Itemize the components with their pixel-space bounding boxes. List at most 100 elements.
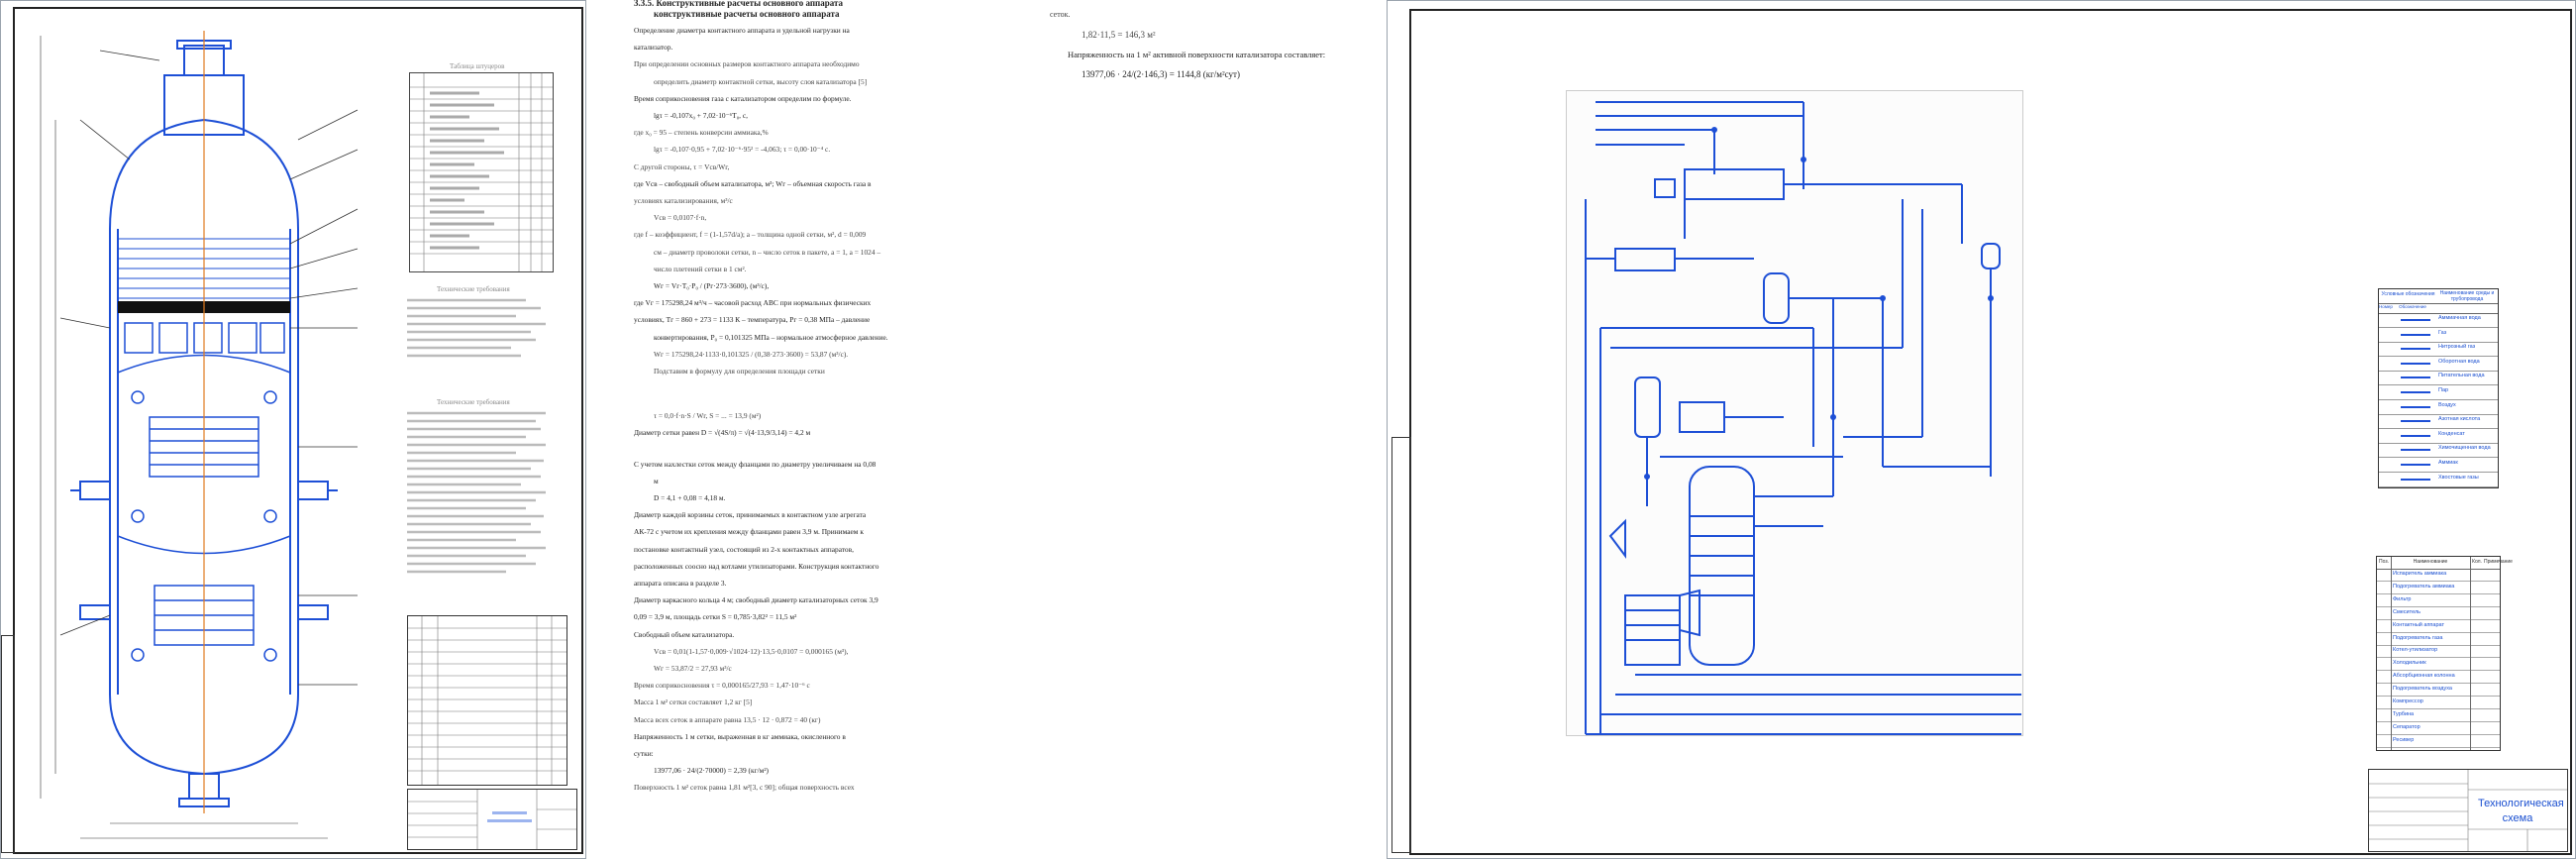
text-line: Wг = Vг·T₀·P₀ / (Pг·273·3600), (м³/с),	[654, 281, 770, 290]
legend-row: Нитрозный газ	[2379, 342, 2498, 358]
spec-header-cell: Кол.	[2472, 559, 2482, 565]
legend-header-medium: Наименование среды и трубопровода	[2439, 290, 2495, 302]
legend-sub-label: Номер	[2379, 304, 2393, 309]
legend-line-sample	[2401, 420, 2430, 423]
spec-row: Котел-утилизатор	[2377, 645, 2500, 659]
text-line: Диаметр сетки равен D = √(4S/π) = √(4·13…	[634, 428, 811, 438]
legend-row: Химочищенная вода	[2379, 443, 2498, 459]
legend-row: Пар	[2379, 385, 2498, 400]
text-line: катализатор.	[634, 43, 673, 53]
legend-label: Аммиак	[2438, 460, 2458, 466]
text-line: число плетений сетки в 1 см².	[654, 264, 747, 273]
text-line: см – диаметр проволоки сетки, n – число …	[654, 247, 881, 257]
legend-table: Условные обозначения Наименование среды и…	[2378, 288, 2499, 488]
flow-title-line-2: схема	[2502, 812, 2533, 824]
text-line: Vсв = 0,0107·f·n,	[654, 213, 707, 223]
contact-apparatus-drawing	[40, 31, 359, 839]
legend-header-symbols: Условные обозначения	[2381, 291, 2435, 297]
spec-header-cell: Примечание	[2484, 559, 2513, 565]
text-line: Диаметр каждой корзины сеток, принимаемы…	[634, 510, 867, 520]
text-line: определить диаметр контактной сетки, выс…	[654, 76, 868, 86]
spec-item-name: Контактный аппарат	[2393, 621, 2444, 628]
text-line: условиях катализирования, м³/с	[634, 196, 733, 205]
spec-row: Компрессор	[2377, 697, 2500, 709]
section-heading: 3.3.5. Конструктивные расчеты основного …	[634, 0, 844, 8]
spec-row: Подогреватель газа	[2377, 633, 2500, 646]
text-line: расположенных соосно над котлами утилиза…	[634, 561, 879, 571]
continuation-text: сеток. 1,82·11,5 = 146,3 м² Напряженност…	[1010, 0, 1387, 119]
text-line: Vсв = 0,01(1-1,57·0,009·√1024·12)·13,5·0…	[654, 646, 849, 656]
text-line: сутки:	[634, 749, 654, 758]
spec-item-name: Турбина	[2393, 710, 2415, 717]
spec-col-divider	[2391, 557, 2392, 750]
spec-col-divider	[2470, 557, 2471, 750]
spec-item-name: Абсорбционная колонна	[2393, 673, 2455, 680]
spec-item-name: Подогреватель воздуха	[2393, 686, 2452, 693]
text-line: D = 4,1 + 0,08 = 4,18 м.	[654, 493, 726, 502]
continuation-line-2: Напряженность на 1 м² активной поверхнос…	[1068, 50, 1326, 59]
legend-line-sample	[2401, 348, 2430, 351]
spec-item-name: Сепаратор	[2393, 723, 2421, 730]
legend-label: Газ	[2438, 329, 2447, 336]
notes-title: Технические требования	[437, 285, 510, 293]
legend-line-sample	[2401, 405, 2430, 408]
text-line: Подставим в формулу для определения площ…	[654, 367, 825, 376]
legend-row: Конденсат	[2379, 429, 2498, 444]
text-line: Напряженность 1 м сетки, выраженная в кг…	[634, 731, 846, 741]
legend-row: Азотная кислота	[2379, 414, 2498, 430]
diagram-area	[1566, 90, 2023, 736]
spec-item-name: Холодильник	[2393, 660, 2426, 667]
notes2-title: Технические требования	[437, 398, 510, 406]
text-line: С учетом нахлестки сеток между фланцами …	[634, 459, 876, 469]
legend-line-sample	[2401, 478, 2430, 481]
legend-subheader-row: Номер Обозначение	[2379, 303, 2498, 314]
spec-item-name: Компрессор	[2393, 698, 2423, 704]
spec-row: Смеситель	[2377, 607, 2500, 620]
legend-line-sample	[2401, 362, 2430, 365]
text-line: Масса всех сеток в аппарате равна 13,5 ·…	[634, 714, 821, 724]
flow-frame	[1409, 9, 2572, 855]
legend-line-sample	[2401, 449, 2430, 452]
notes-text-block	[407, 298, 546, 358]
continuation-line-0: сеток.	[1050, 10, 1071, 19]
legend-label: Аммиачная вода	[2438, 315, 2481, 321]
spec-row: Ресивер	[2377, 735, 2500, 748]
legend-row: Аммиак	[2379, 458, 2498, 473]
spec-row: Испаритель аммиака	[2377, 569, 2500, 582]
calculation-text-page: 3.3.5. Конструктивные расчеты основного …	[594, 0, 1010, 859]
nozzle-table-grid	[410, 73, 553, 271]
text-line: Масса 1 м² сетки составляет 1,2 кг [5]	[634, 698, 753, 707]
title-block	[407, 789, 577, 850]
text-line: аппарата описана в разделе 3.	[634, 579, 727, 588]
flow-title-block: Технологическая схема	[2368, 769, 2568, 852]
spec-item-name: Котел-утилизатор	[2393, 647, 2438, 654]
text-line: м	[654, 476, 659, 485]
drawing-sheet-apparatus: Таблица штуцеров	[0, 0, 586, 859]
text-line: конвертирования, P₀ = 0,101325 МПа – нор…	[654, 332, 888, 342]
text-line: lgτ = -0,107·0,95 + 7,02·10⁻⁶·95² = -4,0…	[654, 145, 831, 155]
spec-item-name: Смеситель	[2393, 608, 2421, 615]
spec-item-name: Фильтр	[2393, 595, 2412, 602]
spec-header-cell: Поз.	[2379, 559, 2389, 565]
spec-row: Сепаратор	[2377, 722, 2500, 735]
legend-line-sample	[2401, 464, 2430, 466]
legend-label: Хвостовые газы	[2438, 474, 2479, 481]
legend-row: Хвостовые газы	[2379, 473, 2498, 487]
text-line: постановке контактный узел, состоящий из…	[634, 544, 854, 554]
spec-row: Подогреватель воздуха	[2377, 684, 2500, 698]
legend-line-sample	[2401, 391, 2430, 393]
text-line: Поверхность 1 м² сеток равна 1,81 м²[3, …	[634, 783, 855, 793]
side-tab	[1, 635, 15, 853]
spec-item-name: Испаритель аммиака	[2393, 571, 2447, 577]
spec-item-name: Подогреватель газа	[2393, 634, 2443, 641]
spec-item-name: Подогреватель аммиака	[2393, 583, 2455, 590]
legend-sub-label: Обозначение	[2399, 304, 2426, 309]
legend-label: Оборотная вода	[2438, 358, 2480, 365]
spec-row: Холодильник	[2377, 658, 2500, 672]
text-line: При определении основных размеров контак…	[634, 59, 860, 69]
text-line: 0,09 = 3,9 м, площадь сетки S = 0,785·3,…	[634, 612, 797, 622]
text-line: где Vг = 175298,24 м³/ч – часовой расход…	[634, 298, 872, 308]
legend-row: Аммиачная вода	[2379, 313, 2498, 328]
legend-label: Воздух	[2438, 401, 2456, 408]
